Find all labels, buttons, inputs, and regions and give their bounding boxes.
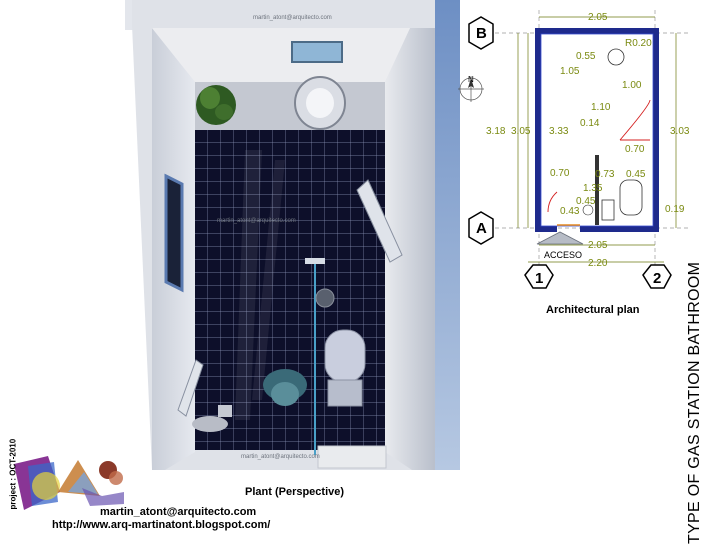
- dim-right-total: 3.03: [670, 126, 690, 137]
- plan-toilet: [619, 179, 643, 216]
- entry-step: [317, 445, 387, 469]
- axis-bubble-1: [524, 264, 554, 289]
- floor-drain: [315, 288, 335, 308]
- axis-bubble-2: [642, 264, 672, 289]
- dim-073: 0.73: [595, 169, 615, 180]
- plan-walls: [535, 28, 659, 232]
- access-arrow: [536, 231, 584, 245]
- dim-bottom-total: 2.20: [588, 258, 608, 269]
- door-arc-upper: [619, 99, 651, 141]
- door-right: [356, 179, 403, 263]
- axis-b-label: B: [476, 25, 487, 42]
- door-arc-lower: [547, 191, 558, 213]
- author-email[interactable]: martin_atont@arquitecto.com: [100, 506, 257, 518]
- plan-sink: [607, 48, 625, 66]
- axis-bubble-a: [468, 211, 494, 245]
- axis-2-label: 2: [653, 270, 661, 287]
- dim-radius: R0.20: [625, 38, 652, 49]
- dim-left-inner: 3.05: [511, 126, 531, 137]
- dim-bottom-inner: 2.05: [588, 240, 608, 251]
- project-tag: project : OCT-2010: [8, 438, 18, 510]
- perspective-render: martin_atont@arquitecto.com martin_atont…: [125, 0, 460, 470]
- axis-bubble-b: [468, 16, 494, 50]
- plant: [196, 85, 236, 125]
- plan-drain: [582, 204, 594, 216]
- dim-070-right: 0.70: [625, 144, 645, 155]
- dim-045-left: 0.45: [576, 196, 596, 207]
- dim-left-room: 3.33: [549, 126, 569, 137]
- author-url[interactable]: http://www.arq-martinatont.blogspot.com/: [52, 519, 271, 531]
- right-wall: [385, 28, 435, 470]
- dim-135: 1.35: [583, 183, 603, 194]
- dim-019: 0.19: [665, 204, 685, 215]
- door-left: [177, 359, 204, 417]
- perspective-caption: Plant (Perspective): [245, 486, 345, 498]
- skylight: [291, 41, 343, 63]
- dim-top-width: 2.05: [588, 12, 608, 23]
- dim-105: 1.05: [560, 66, 580, 77]
- dim-110: 1.10: [591, 102, 611, 113]
- dim-014: 0.14: [580, 118, 600, 129]
- plan-caption: Architectural plan: [546, 304, 640, 316]
- watermark-top: martin_atont@arquitecto.com: [253, 15, 332, 21]
- chair: [192, 405, 232, 432]
- toilet: [324, 329, 366, 407]
- north-arrow: [458, 76, 484, 102]
- north-label: N: [468, 75, 474, 84]
- architectural-plan: ACCESO N B A 1 2 2.05 R0.20 0.55 1.05 1.…: [458, 10, 690, 289]
- plan-bidet: [601, 199, 615, 221]
- mirror: [164, 173, 184, 293]
- watermark-bottom: martin_atont@arquitecto.com: [241, 454, 320, 460]
- dim-070-left: 0.70: [550, 168, 570, 179]
- dim-045-right: 0.45: [626, 169, 646, 180]
- axis-1-label: 1: [535, 270, 543, 287]
- dimension-lines: [517, 16, 677, 263]
- studio-logo: [14, 456, 124, 510]
- watermark-mid: martin_atont@arquitecto.com: [217, 218, 296, 224]
- axis-a-label: A: [476, 220, 487, 237]
- page-title: TYPE OF GAS STATION BATHROOM: [686, 261, 703, 544]
- dim-left-total: 3.18: [486, 126, 506, 137]
- basin: [263, 369, 307, 406]
- dim-100: 1.00: [622, 80, 642, 91]
- dim-055: 0.55: [576, 51, 596, 62]
- access-label: ACCESO: [544, 250, 582, 260]
- dim-043: 0.43: [560, 206, 580, 217]
